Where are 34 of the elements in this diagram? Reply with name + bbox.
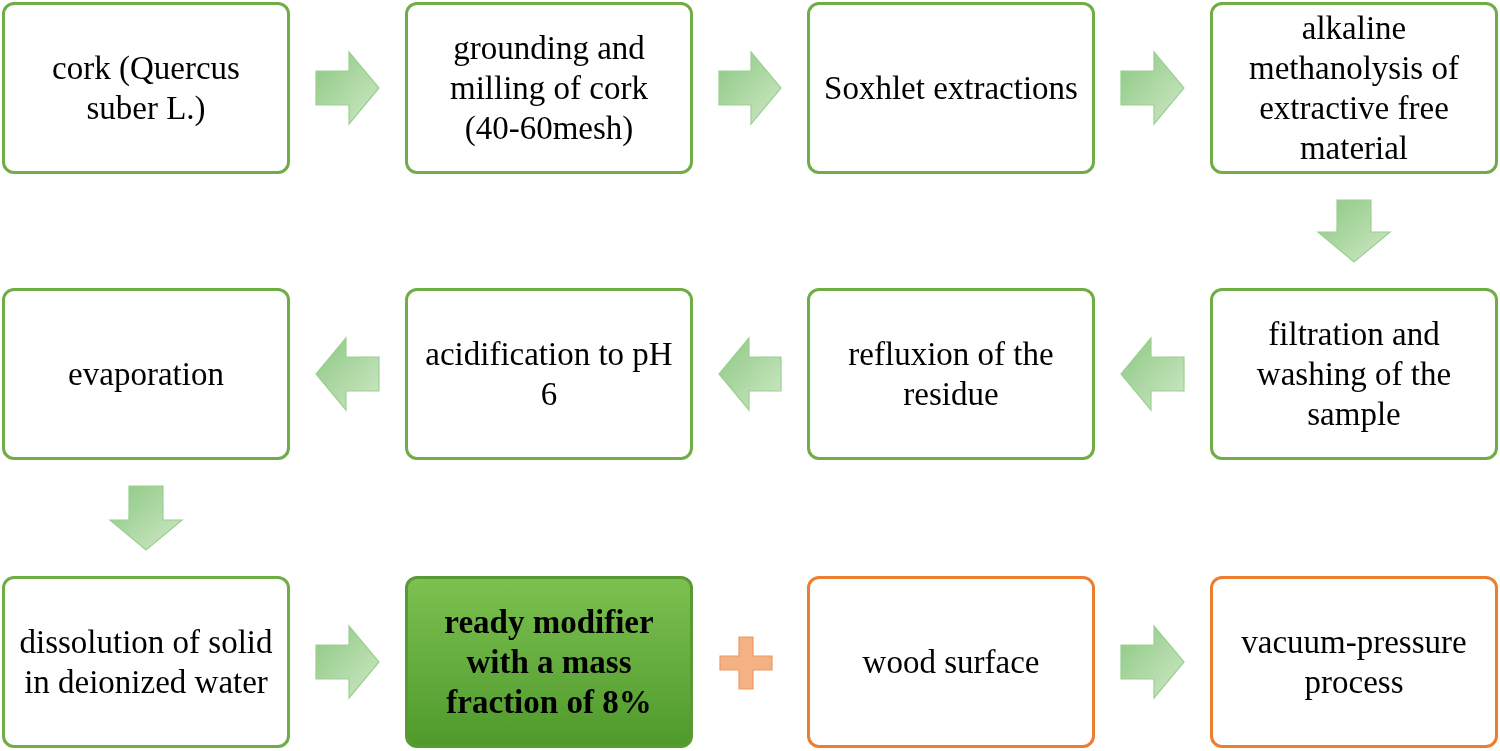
process-box xyxy=(807,288,1095,460)
process-box xyxy=(2,288,290,460)
block-arrow xyxy=(315,624,380,700)
step-text: evaporation xyxy=(68,354,224,394)
step-text: alkaline methanolysis of extractive free material xyxy=(1248,8,1460,169)
block-arrow xyxy=(1316,199,1392,263)
process-box xyxy=(807,576,1095,748)
process-box xyxy=(2,2,290,174)
step-text: vacuum-pressure process xyxy=(1240,622,1468,702)
process-box xyxy=(807,2,1095,174)
step-text: filtration and washing of the sample xyxy=(1255,314,1453,435)
step-text: grounding and milling of cork (40-60mesh) xyxy=(449,28,649,149)
block-arrow xyxy=(1120,624,1185,700)
step-text: Soxhlet extractions xyxy=(824,68,1078,108)
block-arrow xyxy=(718,336,782,412)
step-text: ready modifier with a mass fraction of 8% xyxy=(443,602,655,723)
step-text: refluxion of the residue xyxy=(847,334,1055,414)
block-arrow xyxy=(108,485,184,551)
step-text: cork (Quercus suber L.) xyxy=(51,48,241,128)
block-arrow xyxy=(315,336,380,412)
step-text: acidification to pH 6 xyxy=(424,334,674,414)
block-arrow xyxy=(718,50,782,126)
process-box xyxy=(405,2,693,174)
step-text: wood surface xyxy=(862,642,1040,682)
step-text: dissolution of solid in deionized water xyxy=(18,622,274,702)
process-box xyxy=(1210,2,1498,174)
process-box xyxy=(405,288,693,460)
block-arrow xyxy=(1120,50,1185,126)
process-box xyxy=(405,576,693,748)
process-box xyxy=(1210,288,1498,460)
block-arrow xyxy=(1120,336,1185,412)
process-box xyxy=(1210,576,1498,748)
block-arrow xyxy=(315,50,380,126)
process-box xyxy=(2,576,290,748)
